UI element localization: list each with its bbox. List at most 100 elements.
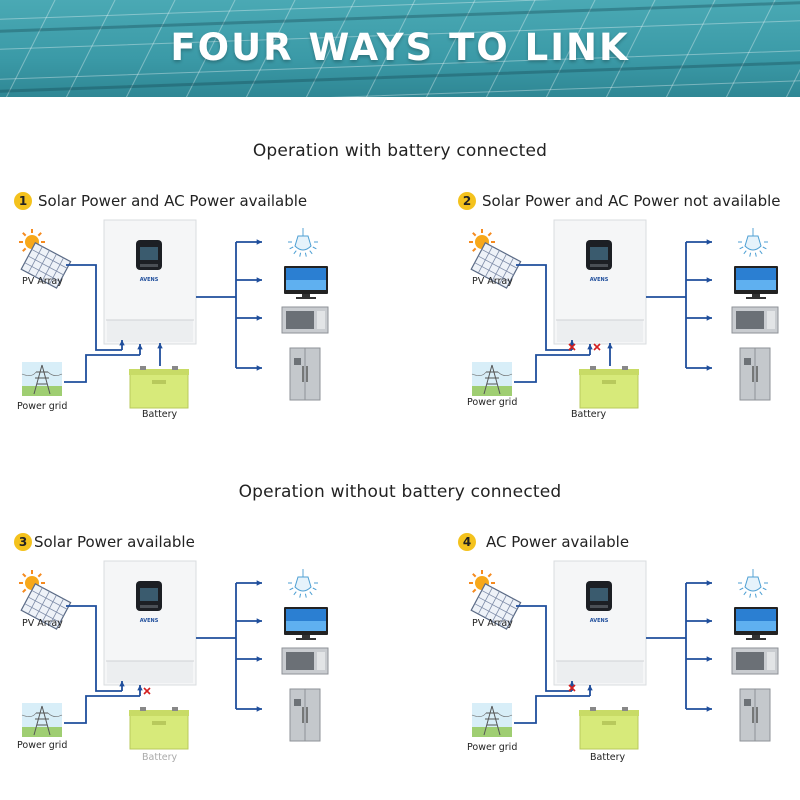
output-to-light-arrow <box>256 580 262 586</box>
light-bulb-icon <box>738 228 768 257</box>
power-grid-label: Power grid <box>17 401 68 412</box>
output-to-microwave-arrow <box>706 315 712 321</box>
output-to-fridge-arrow <box>256 365 262 371</box>
pv-array-label: PV Array <box>22 618 63 629</box>
light-bulb-icon <box>738 569 768 598</box>
grid-wire <box>64 354 140 383</box>
wiring-diagram: AVENS <box>469 219 779 409</box>
output-to-tv-arrow <box>706 277 712 283</box>
fridge-icon <box>289 347 321 401</box>
solar-panel-icon <box>469 570 522 630</box>
light-bulb-icon <box>288 228 318 257</box>
tv-icon <box>284 266 328 299</box>
panel-mode-2: 2 Solar Power and AC Power not available… <box>450 190 800 440</box>
inverter-brand: AVENS <box>590 277 609 283</box>
pv-array-label: PV Array <box>22 276 63 287</box>
inverter-brand: AVENS <box>590 618 609 624</box>
output-to-microwave-arrow <box>256 315 262 321</box>
pv-array-label: PV Array <box>472 618 513 629</box>
pv-wire-in-arrow <box>569 340 575 346</box>
panel-title-text: Solar Power and AC Power not available <box>482 192 781 210</box>
output-to-fridge-arrow <box>256 706 262 712</box>
light-bulb-icon <box>288 569 318 598</box>
step-number-badge: 3 <box>14 533 32 551</box>
grid-wire-in-arrow <box>137 344 143 350</box>
inverter-icon: AVENS <box>103 560 197 686</box>
pv-wire <box>516 264 572 351</box>
step-number-badge: 4 <box>458 533 476 551</box>
battery-label: Battery <box>590 752 626 763</box>
pv-wire-in-arrow <box>569 681 575 687</box>
output-to-tv-arrow <box>706 618 712 624</box>
pv-wire-in-arrow <box>119 681 125 687</box>
microwave-icon <box>731 306 779 334</box>
grid-wire-in-arrow <box>587 685 593 691</box>
pv-wire <box>66 264 122 351</box>
microwave-icon <box>281 306 329 334</box>
pv-wire <box>66 605 122 692</box>
grid-wire <box>514 695 590 724</box>
fridge-icon <box>739 688 771 742</box>
panel-mode-4: 4 AC Power available AVENS PV Array Powe… <box>450 531 800 781</box>
panel-title: 4 AC Power available <box>458 531 629 553</box>
microwave-icon <box>731 647 779 675</box>
panel-title: 1 Solar Power and AC Power available <box>14 190 307 212</box>
disconnected-mark <box>143 687 151 695</box>
power-grid-icon <box>21 703 63 737</box>
panel-mode-1: 1 Solar Power and AC Power available AVE… <box>0 190 400 440</box>
section-heading-without-battery: Operation without battery connected <box>238 482 562 502</box>
power-grid-icon <box>21 362 63 396</box>
inverter-brand: AVENS <box>140 618 159 624</box>
inverter-icon: AVENS <box>553 560 647 686</box>
grid-wire <box>514 354 590 383</box>
output-to-microwave-arrow <box>706 656 712 662</box>
output-to-light-arrow <box>706 239 712 245</box>
power-grid-icon <box>471 362 513 396</box>
battery-label: Battery <box>142 409 178 420</box>
output-to-tv-arrow <box>256 277 262 283</box>
step-number-badge: 2 <box>458 192 476 210</box>
grid-wire-in-arrow <box>587 344 593 350</box>
wiring-diagram: AVENS <box>19 219 329 409</box>
solar-panel-icon <box>469 229 522 289</box>
tv-icon <box>734 607 778 640</box>
pv-wire-in-arrow <box>119 340 125 346</box>
output-to-tv-arrow <box>256 618 262 624</box>
fridge-icon <box>289 688 321 742</box>
battery-icon <box>129 707 189 750</box>
panel-title-text: Solar Power available <box>34 533 195 551</box>
pv-wire <box>516 605 572 692</box>
tv-icon <box>284 607 328 640</box>
solar-panel-icon <box>19 229 72 289</box>
battery-icon <box>579 366 639 409</box>
solar-panel-icon <box>19 570 72 630</box>
power-grid-icon <box>471 703 513 737</box>
inverter-icon: AVENS <box>103 219 197 345</box>
pv-array-label: PV Array <box>472 276 513 287</box>
power-grid-label: Power grid <box>467 397 518 408</box>
output-to-microwave-arrow <box>256 656 262 662</box>
microwave-icon <box>281 647 329 675</box>
output-to-light-arrow <box>706 580 712 586</box>
battery-icon <box>579 707 639 750</box>
tv-icon <box>734 266 778 299</box>
panel-title-text: AC Power available <box>486 533 630 551</box>
grid-wire-in-arrow <box>137 685 143 691</box>
output-to-fridge-arrow <box>706 706 712 712</box>
grid-wire <box>64 695 140 724</box>
header-banner: FOUR WAYS TO LINK <box>0 0 800 97</box>
wiring-diagram: AVENS <box>19 560 329 750</box>
wiring-diagram: AVENS <box>469 560 779 750</box>
battery-label: Battery <box>571 409 607 420</box>
step-number-badge: 1 <box>14 192 32 210</box>
panel-title: 2 Solar Power and AC Power not available <box>458 190 781 212</box>
sun-icon <box>469 570 495 596</box>
power-grid-label: Power grid <box>17 740 68 751</box>
inverter-brand: AVENS <box>140 277 159 283</box>
disconnected-mark <box>568 684 576 692</box>
power-grid-label: Power grid <box>467 742 518 753</box>
battery-icon <box>129 366 189 409</box>
page-title: FOUR WAYS TO LINK <box>170 26 630 69</box>
inverter-icon: AVENS <box>553 219 647 345</box>
disconnected-mark <box>593 343 601 351</box>
